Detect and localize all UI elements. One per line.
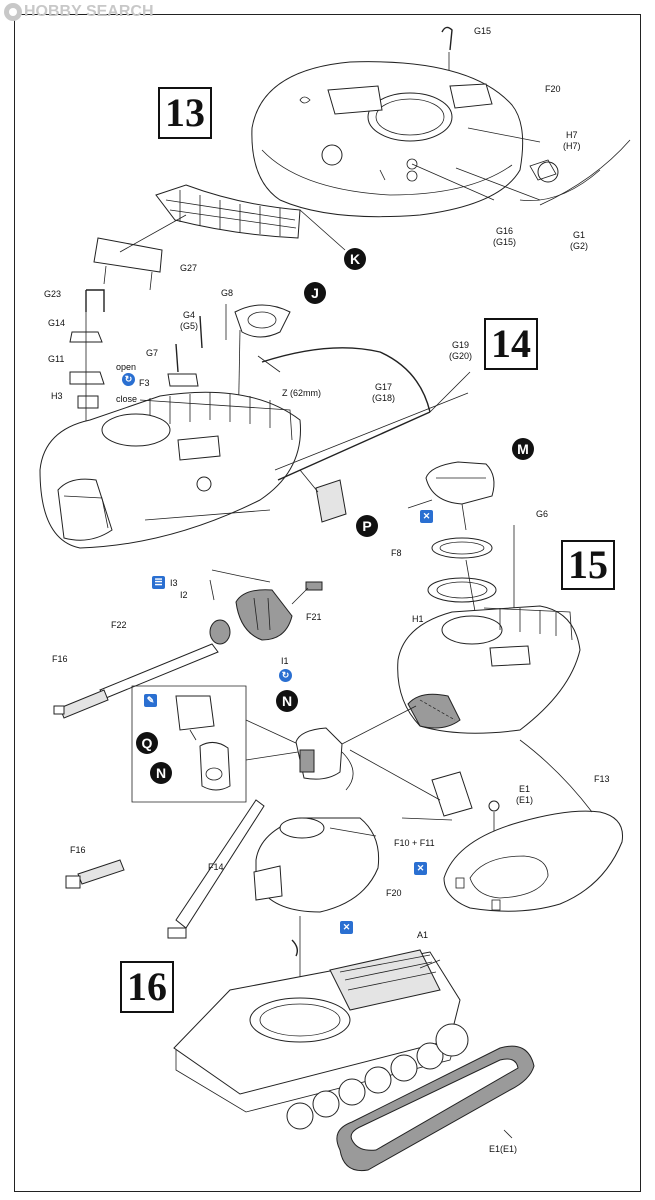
callout-k: K	[344, 248, 366, 270]
step-13-number: 13	[165, 90, 205, 135]
callout-n-main: N	[276, 690, 298, 712]
step16-track	[336, 1045, 535, 1172]
label-g19: G19(G20)	[449, 340, 473, 361]
label-g7: G7	[146, 348, 159, 358]
label-g11: G11	[48, 354, 65, 364]
step15-turret	[397, 605, 581, 734]
label-g23: G23	[44, 289, 62, 299]
label-g15: G15	[474, 26, 492, 36]
no-glue-icon-f10: ✕	[414, 862, 427, 875]
step14-turret	[39, 391, 469, 549]
step-15-number: 15	[568, 542, 608, 587]
step-14-box: 14	[484, 318, 538, 370]
label-f13: F13	[594, 774, 610, 784]
callout-q: Q	[136, 732, 158, 754]
label-g14: G14	[48, 318, 66, 328]
step14-ammo-box	[299, 469, 347, 523]
label-h3: H3	[51, 391, 63, 401]
step15-turret-floor	[443, 739, 624, 912]
label-e1: E1(E1)	[516, 784, 534, 805]
label-g6: G6	[536, 509, 549, 519]
label-g17: G17(G18)	[372, 382, 396, 403]
label-a1: A1	[417, 930, 429, 940]
step15-cupola	[407, 461, 515, 641]
label-g1: G1(G2)	[570, 230, 588, 251]
label-h1: H1	[412, 614, 424, 624]
label-f20-mid: F20	[386, 888, 402, 898]
callout-n-inset: N	[150, 762, 172, 784]
label-e1-track: E1(E1)	[489, 1144, 518, 1154]
step15-assembled-turret	[253, 817, 380, 913]
label-g27: G27	[180, 263, 198, 273]
step-15-box: 15	[561, 540, 615, 590]
label-f16-a: F16	[52, 654, 68, 664]
label-f3: F3	[139, 378, 150, 388]
step15-barrel-f14	[65, 799, 265, 939]
label-i1: I1	[281, 656, 289, 666]
step-14-number: 14	[491, 321, 531, 366]
paint-icon: ✎	[144, 694, 157, 707]
label-f10-f11: F10 + F11	[394, 838, 435, 848]
callout-m: M	[512, 438, 534, 460]
label-open: open	[116, 362, 137, 372]
step15-inset-box	[131, 685, 299, 803]
step-16-box: 16	[120, 961, 174, 1013]
callout-j: J	[304, 282, 326, 304]
hobbysearch-logo-icon	[4, 3, 22, 21]
label-g8: G8	[221, 288, 234, 298]
rotate-icon: ↻	[122, 373, 135, 386]
label-h7: H7(H7)	[563, 130, 581, 151]
option-icon: ☰	[152, 576, 165, 589]
step16-hull	[173, 949, 469, 1130]
label-f14: F14	[208, 862, 224, 872]
step15-mantlet-assembly	[295, 705, 417, 791]
label-g16: G16(G15)	[493, 226, 517, 247]
no-glue-icon-hull: ✕	[340, 921, 353, 934]
callout-p: P	[356, 515, 378, 537]
label-close: close	[116, 394, 138, 404]
watermark: HOBBY SEARCH	[4, 2, 154, 22]
label-i2: I2	[180, 590, 188, 600]
label-f20-top: F20	[545, 84, 561, 94]
watermark-text: HOBBY SEARCH	[24, 3, 154, 20]
step14-cable-z	[257, 347, 471, 413]
label-g4: G4(G5)	[180, 310, 198, 331]
step15-barrel-f22	[53, 643, 219, 719]
step-13-box: 13	[158, 87, 212, 139]
step14-small-parts	[69, 289, 291, 441]
label-z-cable: Z (62mm)	[282, 388, 321, 398]
label-f16-b: F16	[70, 845, 86, 855]
step13-basket-g27	[93, 214, 187, 291]
rotate-icon-i1: ↻	[279, 669, 292, 682]
no-glue-icon: ✕	[420, 510, 433, 523]
step15-mantlet	[209, 569, 323, 645]
step-16-number: 16	[127, 964, 167, 1009]
label-i3: I3	[170, 578, 178, 588]
label-f21: F21	[306, 612, 322, 622]
label-f8: F8	[391, 548, 402, 558]
instruction-frame	[14, 14, 641, 1192]
step13-rail-guard	[155, 184, 346, 251]
step13-turret-shell	[251, 26, 631, 218]
label-f22: F22	[111, 620, 127, 630]
